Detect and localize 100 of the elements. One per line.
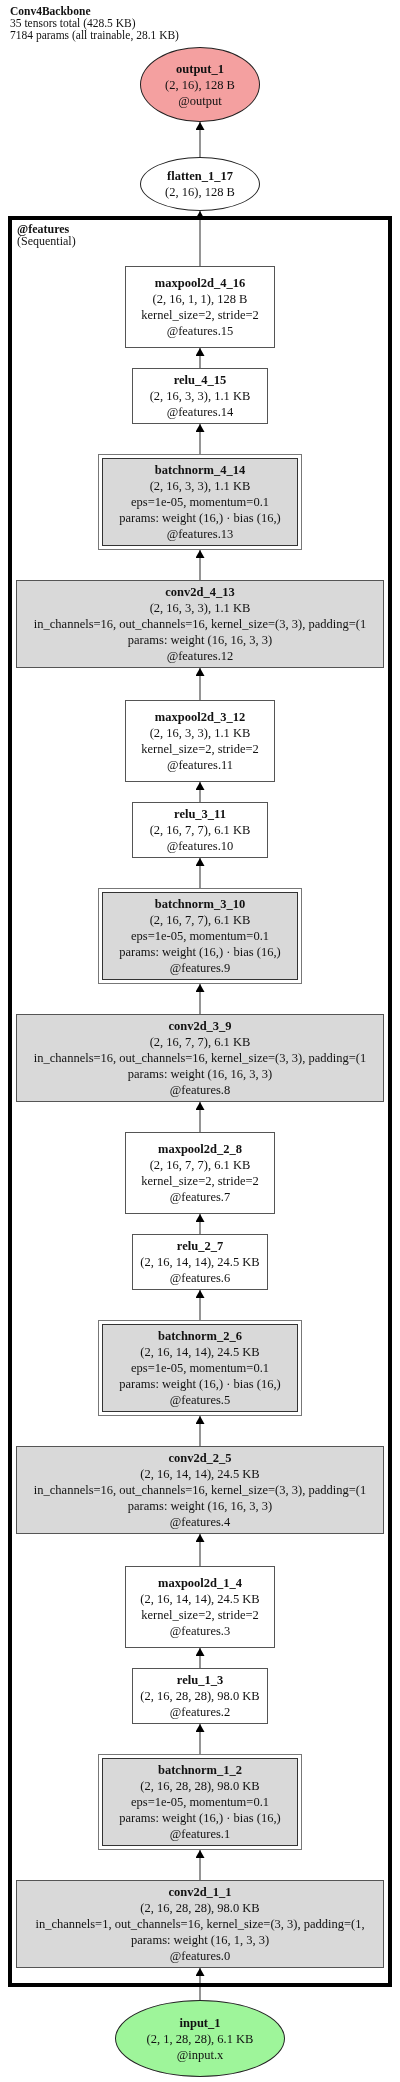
summary-text: 7184 params (all trainable, 28.1 KB): [10, 29, 179, 41]
layer-info: eps=1e-05, momentum=0.1: [130, 1794, 269, 1810]
layer-name: flatten_1_17: [167, 168, 233, 184]
layer-info: (2, 16, 7, 7), 6.1 KB: [149, 912, 251, 928]
arrow: [195, 347, 205, 369]
group-name: @features: [17, 223, 70, 235]
layer-info: @features.15: [166, 323, 234, 339]
double-border-box: [98, 1320, 302, 1416]
layer-info: kernel_size=2, stride=2: [141, 1173, 259, 1189]
layer-box: [132, 368, 268, 424]
layer-info: @features.1: [169, 1826, 231, 1842]
layer-info: (2, 16, 7, 7), 6.1 KB: [149, 1157, 251, 1173]
layer-info: eps=1e-05, momentum=0.1: [130, 494, 269, 510]
arrow: [195, 121, 205, 158]
layer-info: @features.5: [169, 1392, 231, 1408]
layer-info: @features.0: [169, 1948, 231, 1964]
layer-box: [125, 700, 275, 782]
layer-name: relu_4_15: [173, 372, 227, 388]
layer-info: (2, 16, 28, 28), 98.0 KB: [140, 1778, 260, 1794]
layer-box: [16, 580, 384, 668]
layer-name: conv2d_2_5: [168, 1450, 232, 1466]
layer-info: params: weight (16, 1, 3, 3): [130, 1932, 270, 1948]
arrow: [195, 983, 205, 1015]
layer-name: maxpool2d_3_12: [154, 709, 246, 725]
diagram-title: Conv4Backbone: [10, 5, 92, 17]
layer-info: (2, 16, 14, 14), 24.5 KB: [140, 1254, 260, 1270]
arrow: [195, 1289, 205, 1321]
layer-info: eps=1e-05, momentum=0.1: [130, 928, 269, 944]
layer-box: [132, 802, 268, 858]
arrow: [195, 857, 205, 889]
layer-name: maxpool2d_4_16: [154, 275, 246, 291]
layer-name: input_1: [179, 2014, 221, 2031]
layer-name: maxpool2d_2_8: [157, 1141, 242, 1157]
layer-name: conv2d_4_13: [165, 584, 235, 600]
layer-info: (2, 16, 1, 1), 128 B: [152, 291, 248, 307]
layer-info: (2, 16, 3, 3), 1.1 KB: [149, 478, 251, 494]
layer-name: batchnorm_4_14: [154, 462, 246, 478]
layer-info: in_channels=16, out_channels=16, kernel_size=(3, 3), padding=(1: [33, 1050, 367, 1066]
layer-info: @features.14: [166, 404, 234, 420]
layer-box: [16, 1446, 384, 1534]
layer-info: @features.6: [169, 1270, 231, 1286]
layer-box: [125, 1566, 275, 1648]
double-border-box: [98, 888, 302, 984]
layer-info: in_channels=1, out_channels=16, kernel_size=(3, 3), padding=(1,: [35, 1916, 365, 1932]
layer-info: params: weight (16,) · bias (16,): [119, 944, 281, 960]
layer-info: @features.8: [169, 1082, 231, 1098]
layer-info: params: weight (16, 16, 3, 3): [127, 1498, 273, 1514]
layer-info: @features.7: [169, 1189, 231, 1205]
layer-name: relu_2_7: [176, 1238, 224, 1254]
layer-name: conv2d_3_9: [168, 1018, 232, 1034]
layer-name: relu_1_3: [176, 1672, 224, 1688]
layer-info: eps=1e-05, momentum=0.1: [130, 1360, 269, 1376]
layer-info: params: weight (16, 16, 3, 3): [127, 632, 273, 648]
layer-info: (2, 16, 28, 28), 98.0 KB: [140, 1688, 260, 1704]
layer-info: kernel_size=2, stride=2: [141, 1607, 259, 1623]
layer-name: batchnorm_1_2: [158, 1762, 242, 1778]
arrow: [195, 423, 205, 455]
layer-info: params: weight (16,) · bias (16,): [119, 1810, 281, 1826]
group-type: (Sequential): [17, 235, 76, 247]
layer-info: kernel_size=2, stride=2: [141, 741, 259, 757]
layer-name: batchnorm_2_6: [158, 1328, 242, 1344]
double-border-box: [98, 1754, 302, 1850]
layer-info: params: weight (16, 16, 3, 3): [127, 1066, 273, 1082]
arrow: [195, 549, 205, 581]
layer-info: (2, 16, 7, 7), 6.1 KB: [149, 822, 251, 838]
layer-name: maxpool2d_1_4: [157, 1575, 242, 1591]
layer-info: (2, 1, 28, 28), 6.1 KB: [146, 2030, 254, 2047]
layer-info: (2, 16, 28, 28), 98.0 KB: [140, 1900, 260, 1916]
layer-info: @features.4: [169, 1514, 231, 1530]
layer-box: [132, 1668, 268, 1724]
layer-info: (2, 16, 3, 3), 1.1 KB: [149, 388, 251, 404]
layer-info: @features.3: [169, 1623, 231, 1639]
layer-box: [16, 1014, 384, 1102]
layer-name: relu_3_11: [174, 806, 226, 822]
arrow: [195, 1849, 205, 1881]
layer-info: @output: [178, 92, 222, 109]
layer-info: @input.x: [176, 2046, 224, 2063]
layer-info: (2, 16, 7, 7), 6.1 KB: [149, 1034, 251, 1050]
layer-info: @features.2: [169, 1704, 231, 1720]
layer-box: [132, 1234, 268, 1290]
layer-info: in_channels=16, out_channels=16, kernel_size=(3, 3), padding=(1: [33, 616, 367, 632]
layer-info: params: weight (16,) · bias (16,): [119, 1376, 281, 1392]
arrow: [195, 1415, 205, 1447]
layer-info: @features.12: [166, 648, 234, 664]
module-group-frame: [8, 216, 392, 1987]
layer-info: (2, 16, 14, 14), 24.5 KB: [140, 1591, 260, 1607]
layer-info: (2, 16), 128 B: [165, 184, 235, 200]
layer-info: (2, 16, 3, 3), 1.1 KB: [149, 600, 251, 616]
layer-info: (2, 16), 128 B: [165, 76, 235, 93]
layer-name: batchnorm_3_10: [154, 896, 246, 912]
layer-info: kernel_size=2, stride=2: [141, 307, 259, 323]
layer-name: output_1: [176, 60, 224, 77]
arrow: [195, 1533, 205, 1567]
layer-info: (2, 16, 14, 14), 24.5 KB: [140, 1466, 260, 1482]
arrow: [195, 1213, 205, 1235]
arrow: [195, 1967, 205, 2001]
arrow: [195, 667, 205, 701]
arrow: [195, 1647, 205, 1669]
layer-info: params: weight (16,) · bias (16,): [119, 510, 281, 526]
layer-info: (2, 16, 14, 14), 24.5 KB: [140, 1344, 260, 1360]
